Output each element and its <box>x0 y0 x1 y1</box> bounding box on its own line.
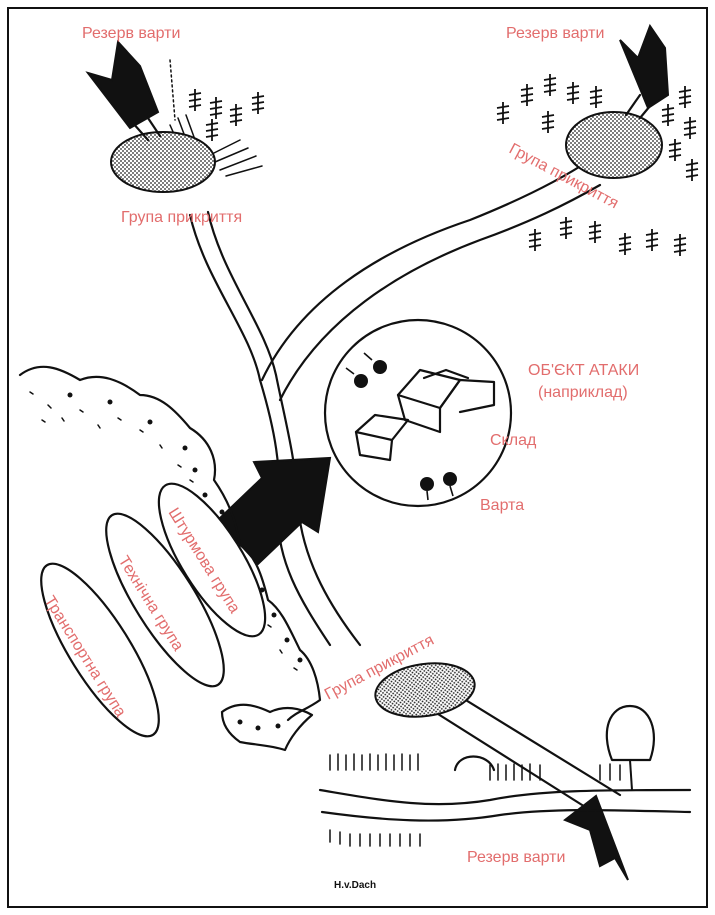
reserve-label-bottom: Резерв варти <box>467 849 565 866</box>
reserve-label-top-left: Резерв варти <box>82 25 180 42</box>
cover-group-top-left-zone <box>111 132 215 192</box>
cover-group-label-top-left: Група прикриття <box>121 209 242 226</box>
river-terrain <box>320 706 690 846</box>
warehouse-label: Склад <box>490 432 537 449</box>
author-signature: H.v.Dach <box>334 880 376 891</box>
reserve-arrow-top-left <box>88 42 160 140</box>
reserve-arrow-top-right <box>620 26 668 118</box>
cover-group-top-right-zone <box>566 112 662 178</box>
reserve-label-top-right: Резерв варти <box>506 25 604 42</box>
target-subtitle: (наприклад) <box>538 384 628 401</box>
target-title: ОБ'ЄКТ АТАКИ <box>528 362 639 379</box>
target-objective-circle <box>325 320 511 506</box>
reserve-arrow-bottom <box>565 796 628 880</box>
guard-label: Варта <box>480 497 524 514</box>
